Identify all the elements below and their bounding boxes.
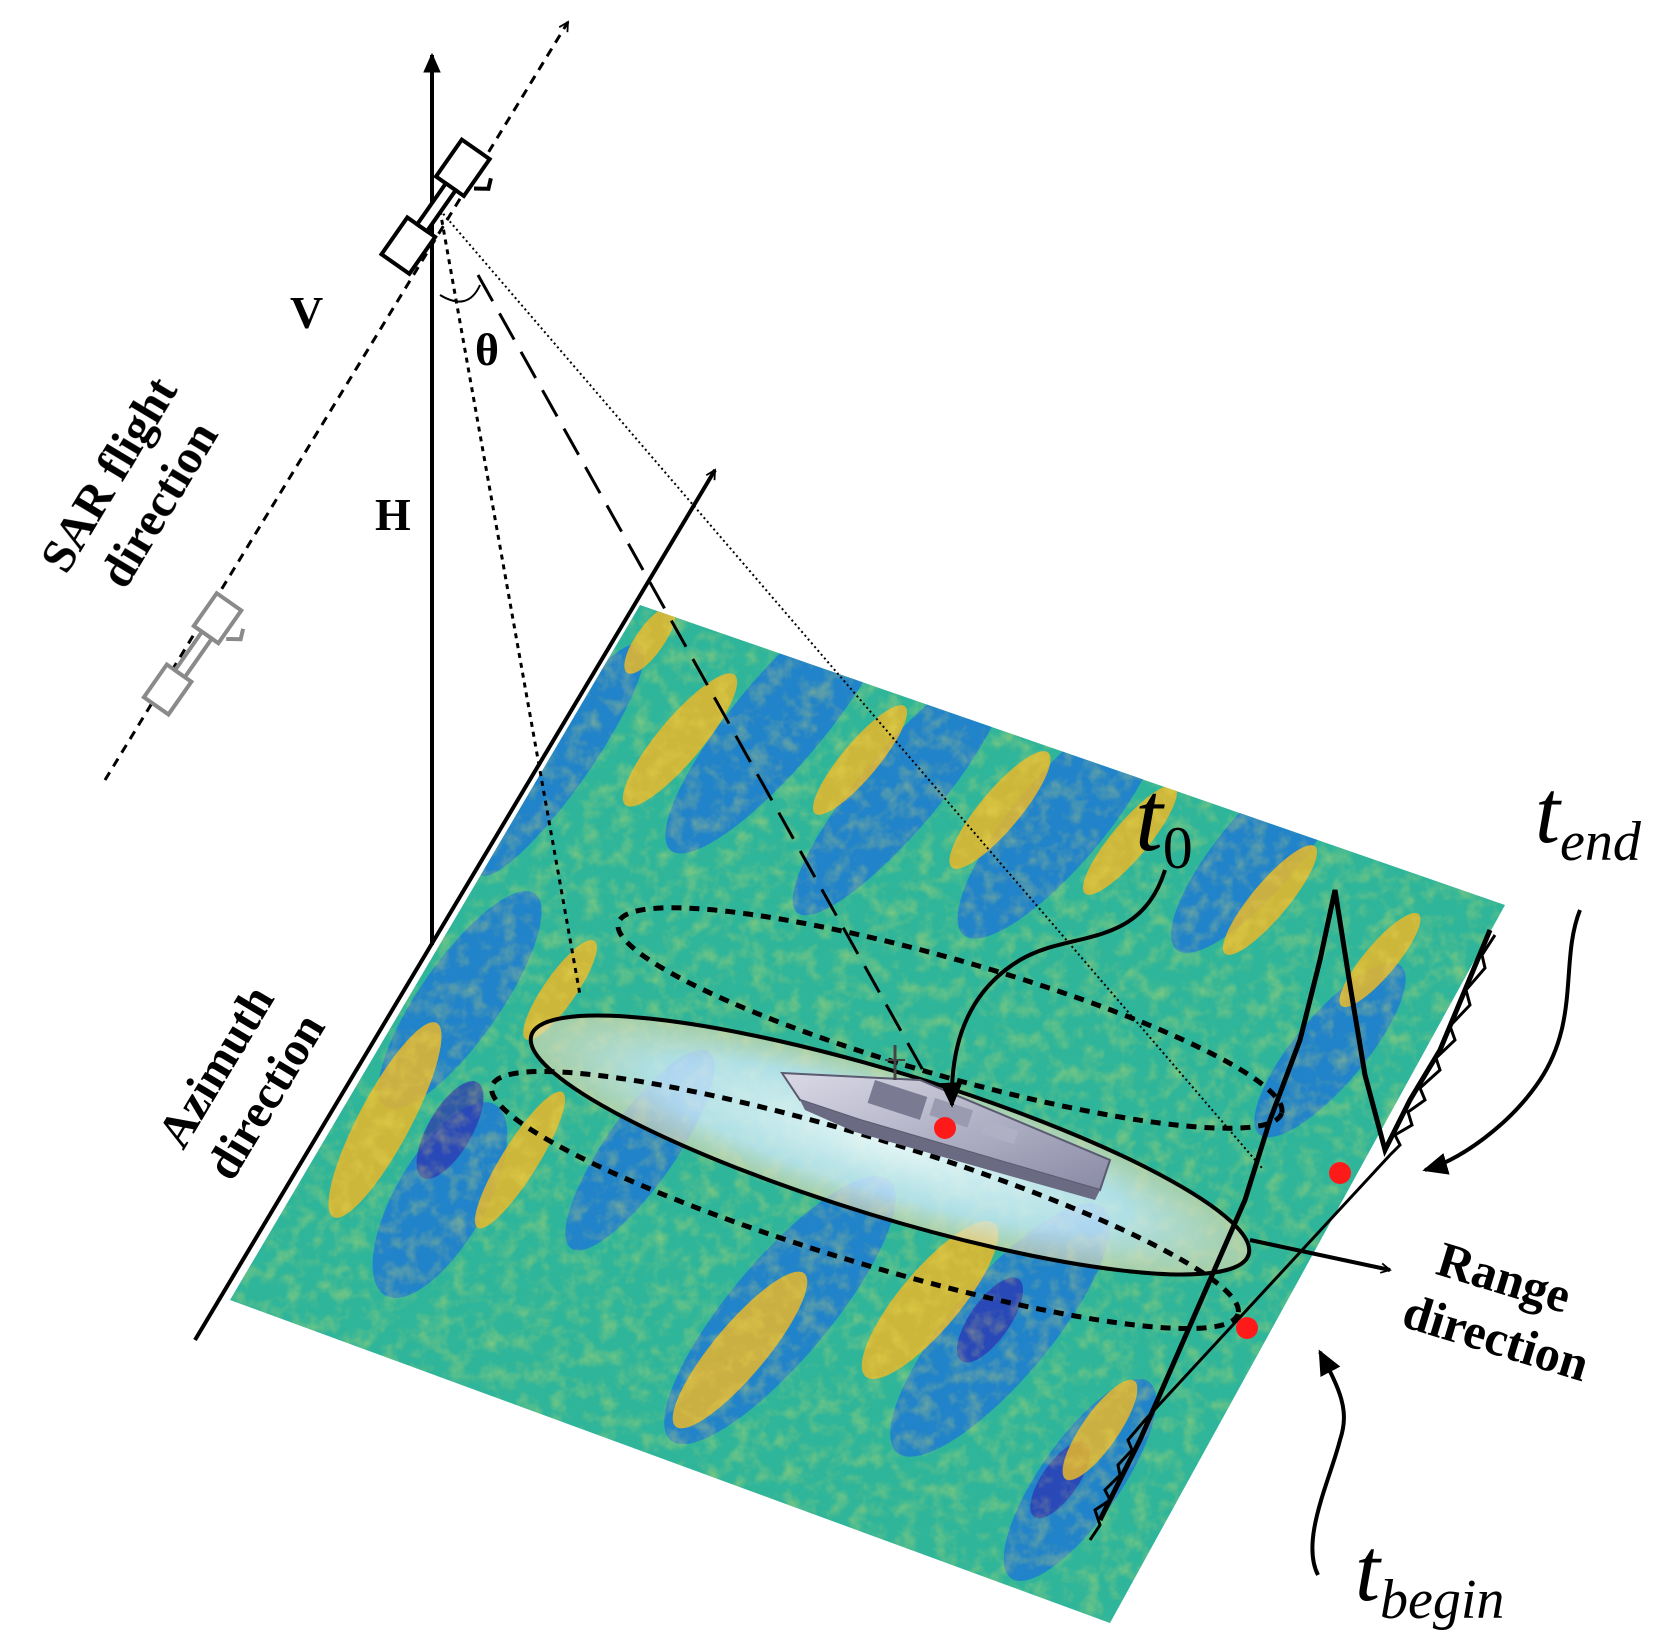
target-trajectory xyxy=(1097,889,1493,1522)
satellite-icon xyxy=(378,136,493,277)
range-direction-label: Range direction xyxy=(1397,1230,1596,1392)
footprint-end xyxy=(615,905,1285,1131)
tbegin-pointer xyxy=(1310,1349,1346,1576)
height-label: H xyxy=(375,489,411,540)
velocity-label: V xyxy=(290,287,323,338)
footprint-begin xyxy=(489,1068,1241,1332)
target-dot-t0 xyxy=(934,1117,956,1139)
range-axis xyxy=(1249,1238,1390,1270)
radar-beam xyxy=(438,209,1263,1169)
target-dot-begin xyxy=(1236,1317,1258,1339)
beam-footprint xyxy=(528,1013,1252,1277)
sar-flight-direction-label: SAR flight direction xyxy=(30,368,228,597)
tend-pointer xyxy=(1422,909,1582,1175)
theta-label: θ xyxy=(475,324,499,375)
sar-flight-path xyxy=(103,22,570,781)
target-dot-end xyxy=(1329,1162,1351,1184)
azimuth-direction-label: Azimuth direction xyxy=(147,976,335,1188)
tbegin-label: tbegin xyxy=(1355,1521,1504,1631)
t0-pointer xyxy=(940,869,1167,1108)
t0-label: t0 xyxy=(1135,761,1193,881)
trajectory-noise xyxy=(1088,934,1497,1541)
azimuth-axis xyxy=(193,470,717,1342)
tend-label: tend xyxy=(1535,763,1642,873)
satellite-ghost-icon xyxy=(141,590,246,718)
